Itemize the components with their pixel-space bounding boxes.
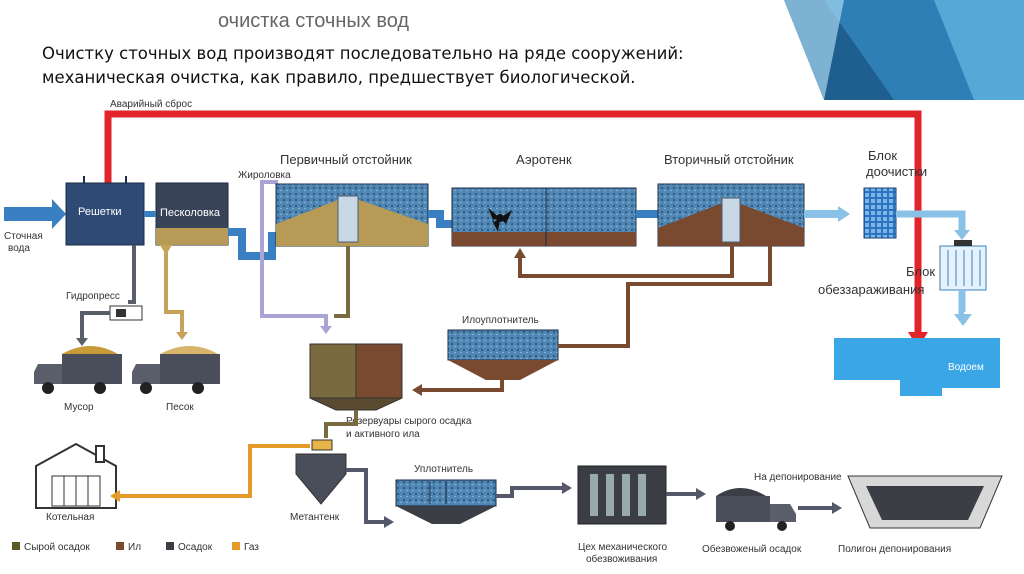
label-dewater-1: Цех механического	[578, 542, 668, 553]
label-post-1: Блок	[868, 148, 897, 163]
legend-label-sediment: Осадок	[178, 542, 213, 553]
label-screens: Решетки	[78, 206, 122, 218]
emergency-bypass-line	[104, 110, 922, 336]
label-dewatered: Обезвоженый осадок	[702, 543, 802, 555]
compactor	[395, 479, 497, 524]
legend-label-silt: Ил	[128, 542, 141, 553]
legend-label-raw-sludge: Сырой осадок	[24, 542, 90, 553]
water-body	[834, 338, 1000, 396]
legend-swatch-sediment	[166, 542, 174, 550]
label-disinf-2: обеззараживания	[818, 282, 924, 297]
label-thickener2: Уплотнитель	[414, 464, 473, 475]
label-grease-trap: Жироловка	[238, 170, 291, 181]
sludge-reservoirs	[309, 343, 403, 411]
legend-swatch-raw-sludge	[12, 542, 20, 550]
label-to-disposal: На депонирование	[754, 472, 842, 483]
legend-swatch-silt	[116, 542, 124, 550]
garbage-truck-icon	[34, 346, 122, 394]
disinfection-block	[939, 240, 987, 291]
label-sand: Песок	[166, 402, 194, 413]
slide-text: Очистку сточных вод производят последова…	[42, 44, 684, 87]
label-secondary: Вторичный отстойник	[664, 152, 794, 167]
label-emergency: Аварийный сброс	[110, 98, 192, 110]
label-sand-trap: Песколовка	[160, 207, 221, 219]
label-landfill: Полигон депонирования	[838, 544, 951, 555]
secondary-clarifier	[657, 183, 805, 247]
aerotank	[451, 187, 637, 247]
label-inflow-1: Сточная	[4, 231, 43, 242]
label-dewater-2: обезвоживания	[586, 553, 657, 565]
label-digester: Метантенк	[290, 512, 340, 523]
label-res-2: и активного ила	[346, 429, 420, 440]
label-inflow-2: вода	[8, 243, 30, 254]
sand-truck-icon	[132, 346, 220, 394]
label-res-1: Резервуары сырого осадка	[346, 416, 472, 427]
label-primary: Первичный отстойник	[280, 152, 412, 167]
digester-tank	[295, 439, 347, 505]
sludge-truck-icon	[716, 488, 796, 531]
boiler-house-icon	[35, 442, 117, 509]
label-thickener1: Илоуплотнитель	[462, 315, 539, 326]
label-disinf-1: Блок	[906, 264, 935, 279]
screens-unit	[65, 182, 145, 246]
corner-decoration	[784, 0, 1024, 100]
label-aerotank: Аэротенк	[516, 152, 572, 167]
label-boiler: Котельная	[46, 512, 94, 523]
dewatering-shop	[577, 465, 667, 525]
label-post-2: доочистки	[866, 164, 927, 179]
post-treatment-block	[863, 187, 897, 239]
silt-thickener	[447, 329, 559, 380]
legend-label-gas: Газ	[244, 542, 259, 553]
label-press: Гидропресс	[66, 291, 120, 302]
slide-title: очистка сточных вод	[218, 10, 410, 32]
inflow-arrow	[4, 199, 66, 229]
landfill	[847, 475, 1003, 529]
legend-swatch-gas	[232, 542, 240, 550]
legend: Сырой осадок Ил Осадок Газ	[12, 542, 259, 553]
label-water-body: Водоем	[948, 362, 984, 373]
label-garbage: Мусор	[64, 402, 94, 413]
primary-clarifier	[275, 183, 429, 247]
